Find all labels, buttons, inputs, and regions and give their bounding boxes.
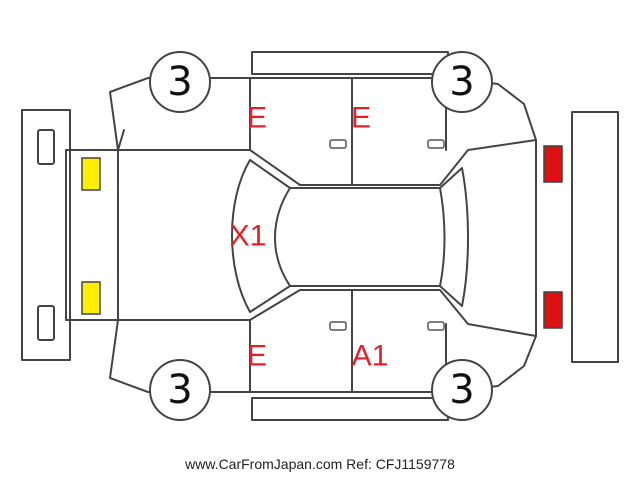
- front-bumper: [21, 109, 71, 361]
- mark-hood: X1: [230, 220, 267, 253]
- tire-front-right: 3: [149, 359, 211, 421]
- roof-and-glass: [231, 159, 469, 313]
- tire-rear-right-value: 3: [449, 367, 474, 413]
- tire-rear-left-value: 3: [449, 59, 474, 105]
- tire-front-right-value: 3: [167, 367, 192, 413]
- mark-top-rear-door: E: [351, 102, 371, 135]
- rear-bumper: [571, 111, 619, 363]
- tire-rear-left: 3: [431, 51, 493, 113]
- car-damage-diagram: 3 3 3 3 E E X1 E A1: [21, 51, 619, 421]
- headlight-bottom: [81, 281, 101, 315]
- source-reference: www.CarFromJapan.com Ref: CFJ1159778: [185, 456, 455, 472]
- tire-rear-right: 3: [431, 359, 493, 421]
- tire-front-left-value: 3: [167, 59, 192, 105]
- taillight-top: [543, 145, 563, 183]
- mark-bottom-rear-door: A1: [352, 340, 389, 373]
- mark-top-front-door: E: [247, 102, 267, 135]
- mark-bottom-front-door: E: [247, 340, 267, 373]
- tire-front-left: 3: [149, 51, 211, 113]
- headlight-top: [81, 157, 101, 191]
- car-body: [65, 77, 537, 393]
- taillight-bottom: [543, 291, 563, 329]
